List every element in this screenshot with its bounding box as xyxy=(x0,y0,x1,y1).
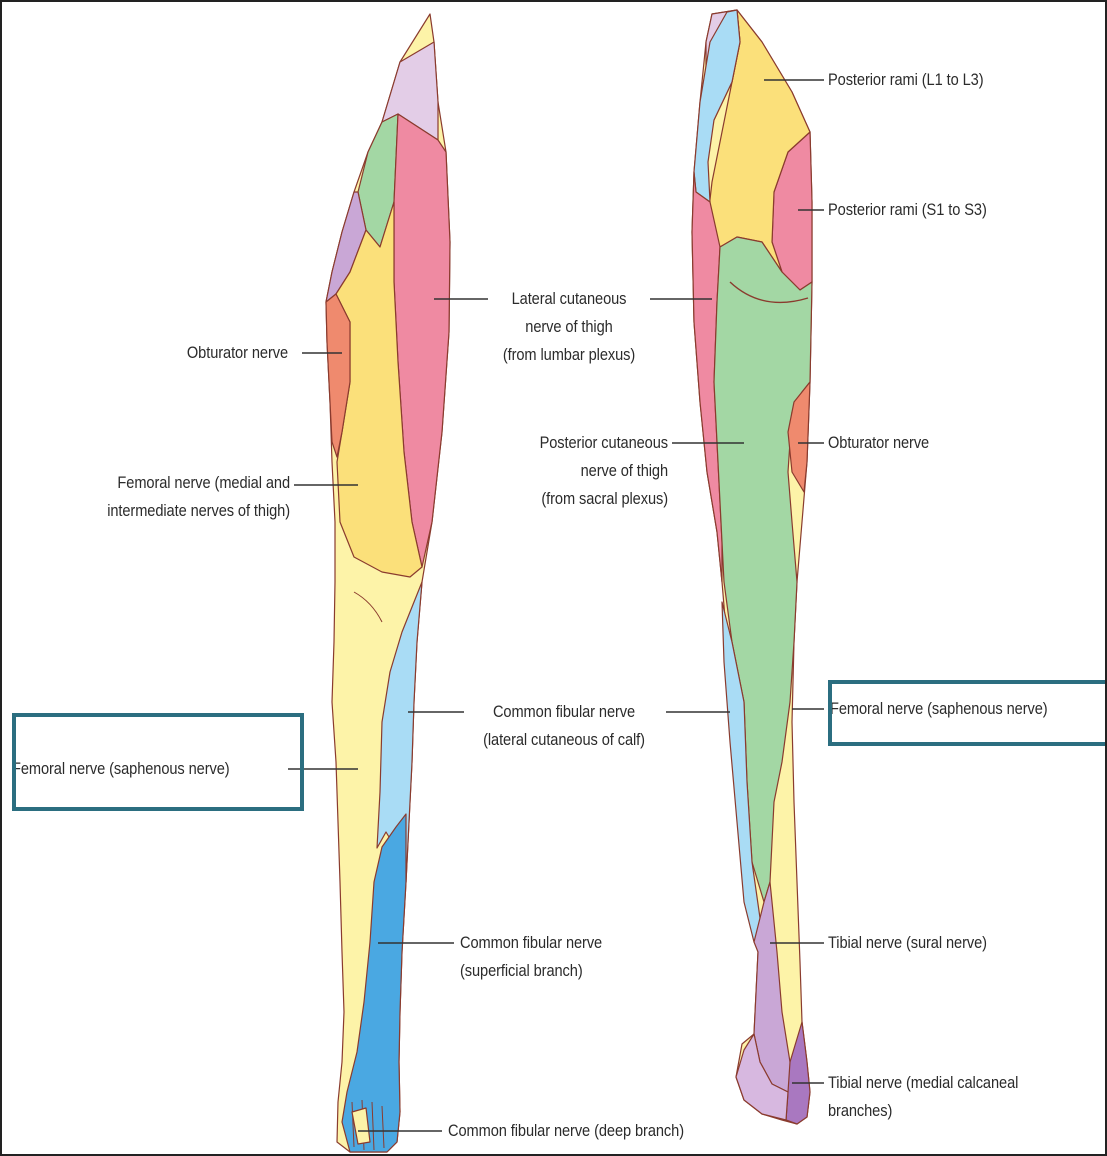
label-lateral-cutaneous-thigh: Lateral cutaneous nerve of thigh (from l… xyxy=(486,285,653,369)
highlight-box-saphenous-front xyxy=(12,713,304,811)
label-posterior-rami-s1-s3: Posterior rami (S1 to S3) xyxy=(828,196,987,224)
label-posterior-rami-l1-l3: Posterior rami (L1 to L3) xyxy=(828,66,983,94)
label-common-fibular-superficial: Common fibular nerve (superficial branch… xyxy=(460,929,602,985)
label-obturator-back: Obturator nerve xyxy=(828,429,929,457)
highlight-box-saphenous-back xyxy=(828,680,1107,746)
label-posterior-cutaneous-thigh: Posterior cutaneous nerve of thigh (from… xyxy=(505,429,668,513)
anterior-leg xyxy=(326,14,450,1152)
label-obturator-front: Obturator nerve xyxy=(125,339,288,367)
label-femoral-thigh: Femoral nerve (medial and intermediate n… xyxy=(65,469,290,525)
label-tibial-medial-calcaneal: Tibial nerve (medial calcaneal branches) xyxy=(828,1069,1018,1125)
label-tibial-sural: Tibial nerve (sural nerve) xyxy=(828,929,987,957)
posterior-leg xyxy=(692,10,812,1124)
label-common-fibular-deep: Common fibular nerve (deep branch) xyxy=(448,1117,684,1145)
label-common-fibular-lateral: Common fibular nerve (lateral cutaneous … xyxy=(469,698,658,754)
